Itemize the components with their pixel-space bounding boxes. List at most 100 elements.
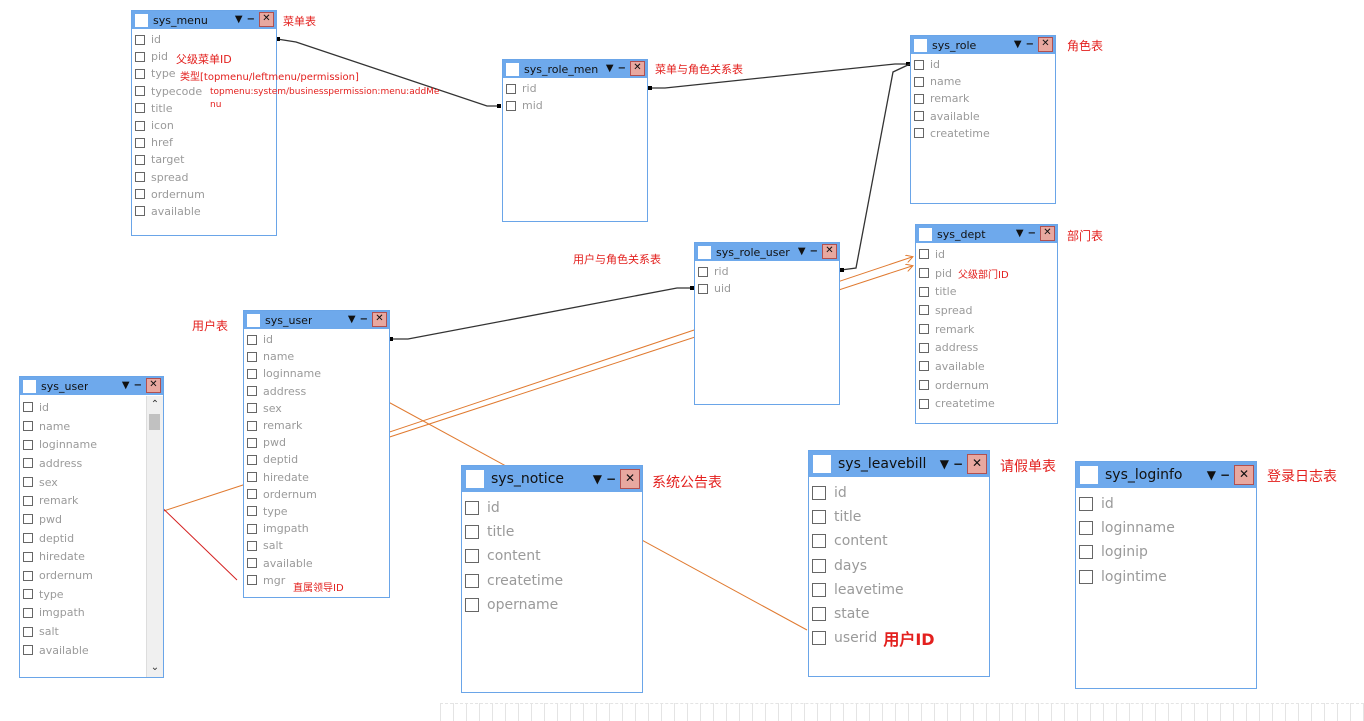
field-checkbox[interactable] xyxy=(23,458,33,469)
field-row[interactable]: pid xyxy=(132,48,276,65)
close-icon[interactable]: ✕ xyxy=(630,61,645,76)
field-checkbox[interactable] xyxy=(247,334,257,345)
table-sys-role[interactable]: sys_role ▼ − ✕ id name remark available … xyxy=(910,35,1056,204)
field-checkbox[interactable] xyxy=(465,597,479,612)
dropdown-icon[interactable]: ▼ xyxy=(939,457,949,471)
field-checkbox[interactable] xyxy=(919,361,929,372)
field-checkbox[interactable] xyxy=(247,575,257,586)
field-checkbox[interactable] xyxy=(247,472,257,483)
field-row[interactable]: spread xyxy=(132,169,276,186)
close-icon[interactable]: ✕ xyxy=(146,378,161,393)
field-checkbox[interactable] xyxy=(812,558,826,573)
field-checkbox[interactable] xyxy=(135,34,145,45)
field-row[interactable]: id xyxy=(809,481,989,505)
field-row[interactable]: address xyxy=(244,383,389,400)
field-checkbox[interactable] xyxy=(914,111,924,122)
field-row[interactable]: remark xyxy=(911,90,1055,107)
field-row[interactable]: id xyxy=(20,398,163,417)
field-row[interactable]: hiredate xyxy=(244,469,389,486)
field-checkbox[interactable] xyxy=(919,324,929,335)
table-sys-menu[interactable]: sys_menu ▼ − ✕ id pid type typecode titl… xyxy=(131,10,277,236)
field-checkbox[interactable] xyxy=(23,495,33,506)
field-row[interactable]: id xyxy=(462,496,642,520)
field-checkbox[interactable] xyxy=(914,76,924,87)
dropdown-icon[interactable]: ▼ xyxy=(1206,468,1216,482)
field-checkbox[interactable] xyxy=(135,137,145,148)
field-row[interactable]: deptid xyxy=(20,529,163,548)
field-checkbox[interactable] xyxy=(247,403,257,414)
close-icon[interactable]: ✕ xyxy=(620,469,640,489)
field-row[interactable]: rid xyxy=(695,263,839,280)
table-header[interactable]: sys_notice ▼ − ✕ xyxy=(462,466,642,492)
field-row[interactable]: deptid xyxy=(244,451,389,468)
table-sys-role-user[interactable]: sys_role_user ▼ − ✕ rid uid xyxy=(694,242,840,405)
field-row[interactable]: remark xyxy=(916,320,1057,339)
field-row[interactable]: imgpath xyxy=(244,520,389,537)
field-row[interactable]: target xyxy=(132,151,276,168)
field-checkbox[interactable] xyxy=(919,249,929,260)
scroll-thumb[interactable] xyxy=(149,414,160,430)
field-row[interactable]: typecode xyxy=(132,83,276,100)
field-row[interactable]: ordernum xyxy=(20,566,163,585)
table-header[interactable]: sys_menu ▼ − ✕ xyxy=(132,11,276,29)
field-checkbox[interactable] xyxy=(23,570,33,581)
field-checkbox[interactable] xyxy=(506,100,516,111)
table-checkbox-icon[interactable] xyxy=(135,13,148,27)
field-row[interactable]: name xyxy=(911,73,1055,90)
table-checkbox-icon[interactable] xyxy=(466,470,484,488)
field-row[interactable]: logintime xyxy=(1076,565,1256,589)
field-checkbox[interactable] xyxy=(23,514,33,525)
close-icon[interactable]: ✕ xyxy=(1038,37,1053,52)
field-checkbox[interactable] xyxy=(812,582,826,597)
table-checkbox-icon[interactable] xyxy=(919,227,932,241)
table-header[interactable]: sys_user ▼ − ✕ xyxy=(20,377,163,395)
field-checkbox[interactable] xyxy=(23,533,33,544)
field-row[interactable]: rid xyxy=(503,80,647,97)
minimize-icon[interactable]: − xyxy=(1027,228,1036,239)
field-checkbox[interactable] xyxy=(1079,497,1093,512)
field-checkbox[interactable] xyxy=(914,93,924,104)
field-row[interactable]: type xyxy=(244,503,389,520)
field-row[interactable]: loginname xyxy=(1076,516,1256,540)
close-icon[interactable]: ✕ xyxy=(967,454,987,474)
field-checkbox[interactable] xyxy=(247,506,257,517)
minimize-icon[interactable]: − xyxy=(1219,468,1230,482)
close-icon[interactable]: ✕ xyxy=(822,244,837,259)
field-checkbox[interactable] xyxy=(812,534,826,549)
minimize-icon[interactable]: − xyxy=(605,472,616,486)
dropdown-icon[interactable]: ▼ xyxy=(121,380,130,391)
scroll-up-icon[interactable]: ⌃ xyxy=(150,399,160,410)
field-row[interactable]: hiredate xyxy=(20,548,163,567)
table-header[interactable]: sys_role_user ▼ − ✕ xyxy=(695,243,839,261)
field-checkbox[interactable] xyxy=(914,59,924,70)
field-checkbox[interactable] xyxy=(135,154,145,165)
field-checkbox[interactable] xyxy=(247,540,257,551)
field-checkbox[interactable] xyxy=(914,128,924,139)
field-row[interactable]: loginname xyxy=(20,435,163,454)
field-row[interactable]: type xyxy=(20,585,163,604)
field-row[interactable]: name xyxy=(20,417,163,436)
field-checkbox[interactable] xyxy=(465,501,479,516)
field-checkbox[interactable] xyxy=(919,268,929,279)
field-row[interactable]: available xyxy=(244,554,389,571)
field-row[interactable]: uid xyxy=(695,280,839,297)
field-checkbox[interactable] xyxy=(247,558,257,569)
table-header[interactable]: sys_loginfo ▼ − ✕ xyxy=(1076,462,1256,488)
field-row[interactable]: type xyxy=(132,65,276,82)
table-checkbox-icon[interactable] xyxy=(698,245,711,259)
field-row[interactable]: loginip xyxy=(1076,540,1256,564)
table-checkbox-icon[interactable] xyxy=(813,455,831,473)
field-checkbox[interactable] xyxy=(247,351,257,362)
field-row[interactable]: sex xyxy=(244,400,389,417)
field-row[interactable]: days xyxy=(809,554,989,578)
field-checkbox[interactable] xyxy=(247,437,257,448)
table-checkbox-icon[interactable] xyxy=(914,38,927,52)
field-row[interactable]: sex xyxy=(20,473,163,492)
field-checkbox[interactable] xyxy=(1079,545,1093,560)
minimize-icon[interactable]: − xyxy=(952,457,963,471)
field-row[interactable]: id xyxy=(244,331,389,348)
field-row[interactable]: name xyxy=(244,348,389,365)
field-row[interactable]: createtime xyxy=(462,569,642,593)
table-header[interactable]: sys_role_men ▼ − ✕ xyxy=(503,60,647,78)
field-row[interactable]: salt xyxy=(244,537,389,554)
